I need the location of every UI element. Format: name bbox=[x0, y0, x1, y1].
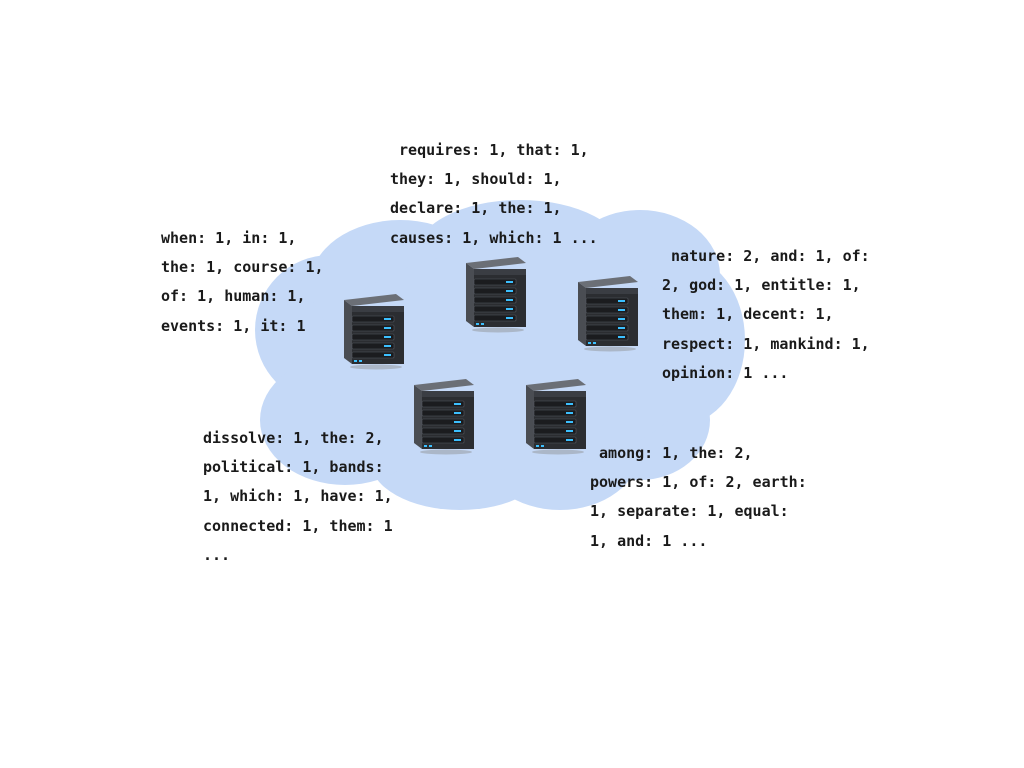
label-line: events: 1, it: 1 bbox=[161, 316, 306, 335]
server-bottom-right bbox=[520, 375, 590, 455]
server-icon bbox=[520, 379, 590, 459]
server-icon bbox=[338, 294, 408, 374]
server-icon bbox=[572, 276, 642, 356]
server-right bbox=[572, 272, 642, 352]
label-line: opinion: 1 ... bbox=[662, 363, 789, 382]
label-line: 1, which: 1, have: 1, bbox=[203, 487, 393, 506]
label-line: ... bbox=[203, 545, 231, 564]
label-line: 1, separate: 1, equal: bbox=[590, 502, 789, 521]
server-left bbox=[338, 290, 408, 370]
label-line: them: 1, decent: 1, bbox=[662, 305, 834, 324]
word-count-label-right: nature: 2, and: 1, of: 2, god: 1, entitle… bbox=[662, 242, 870, 388]
label-line: they: 1, should: 1, bbox=[390, 170, 562, 189]
label-line: respect: 1, mankind: 1, bbox=[662, 334, 870, 353]
label-line: 1, and: 1 ... bbox=[590, 531, 708, 550]
server-icon bbox=[460, 257, 530, 337]
label-line: nature: 2, and: 1, of: bbox=[662, 247, 870, 265]
word-count-label-left: when: 1, in: 1, the: 1, course: 1, of: 1, … bbox=[161, 224, 324, 341]
label-line: declare: 1, the: 1, bbox=[390, 199, 562, 218]
word-count-label-bottom-left: dissolve: 1, the: 2, political: 1, bands:… bbox=[203, 424, 393, 570]
label-line: when: 1, in: 1, bbox=[161, 229, 297, 247]
word-count-label-bottom-right: among: 1, the: 2, powers: 1, of: 2, earth… bbox=[590, 439, 807, 556]
server-bottom-left bbox=[408, 375, 478, 455]
label-line: powers: 1, of: 2, earth: bbox=[590, 473, 807, 492]
server-top bbox=[460, 253, 530, 333]
server-icon bbox=[408, 379, 478, 459]
label-line: of: 1, human: 1, bbox=[161, 287, 306, 306]
label-line: connected: 1, them: 1 bbox=[203, 516, 393, 535]
label-line: dissolve: 1, the: 2, bbox=[203, 429, 384, 447]
label-line: 2, god: 1, entitle: 1, bbox=[662, 276, 861, 295]
label-line: causes: 1, which: 1 ... bbox=[390, 228, 598, 247]
label-line: the: 1, course: 1, bbox=[161, 258, 324, 277]
label-line: among: 1, the: 2, bbox=[590, 444, 753, 462]
word-count-label-top: requires: 1, that: 1, they: 1, should: 1,… bbox=[390, 136, 598, 253]
label-line: requires: 1, that: 1, bbox=[390, 141, 589, 159]
label-line: political: 1, bands: bbox=[203, 458, 384, 477]
